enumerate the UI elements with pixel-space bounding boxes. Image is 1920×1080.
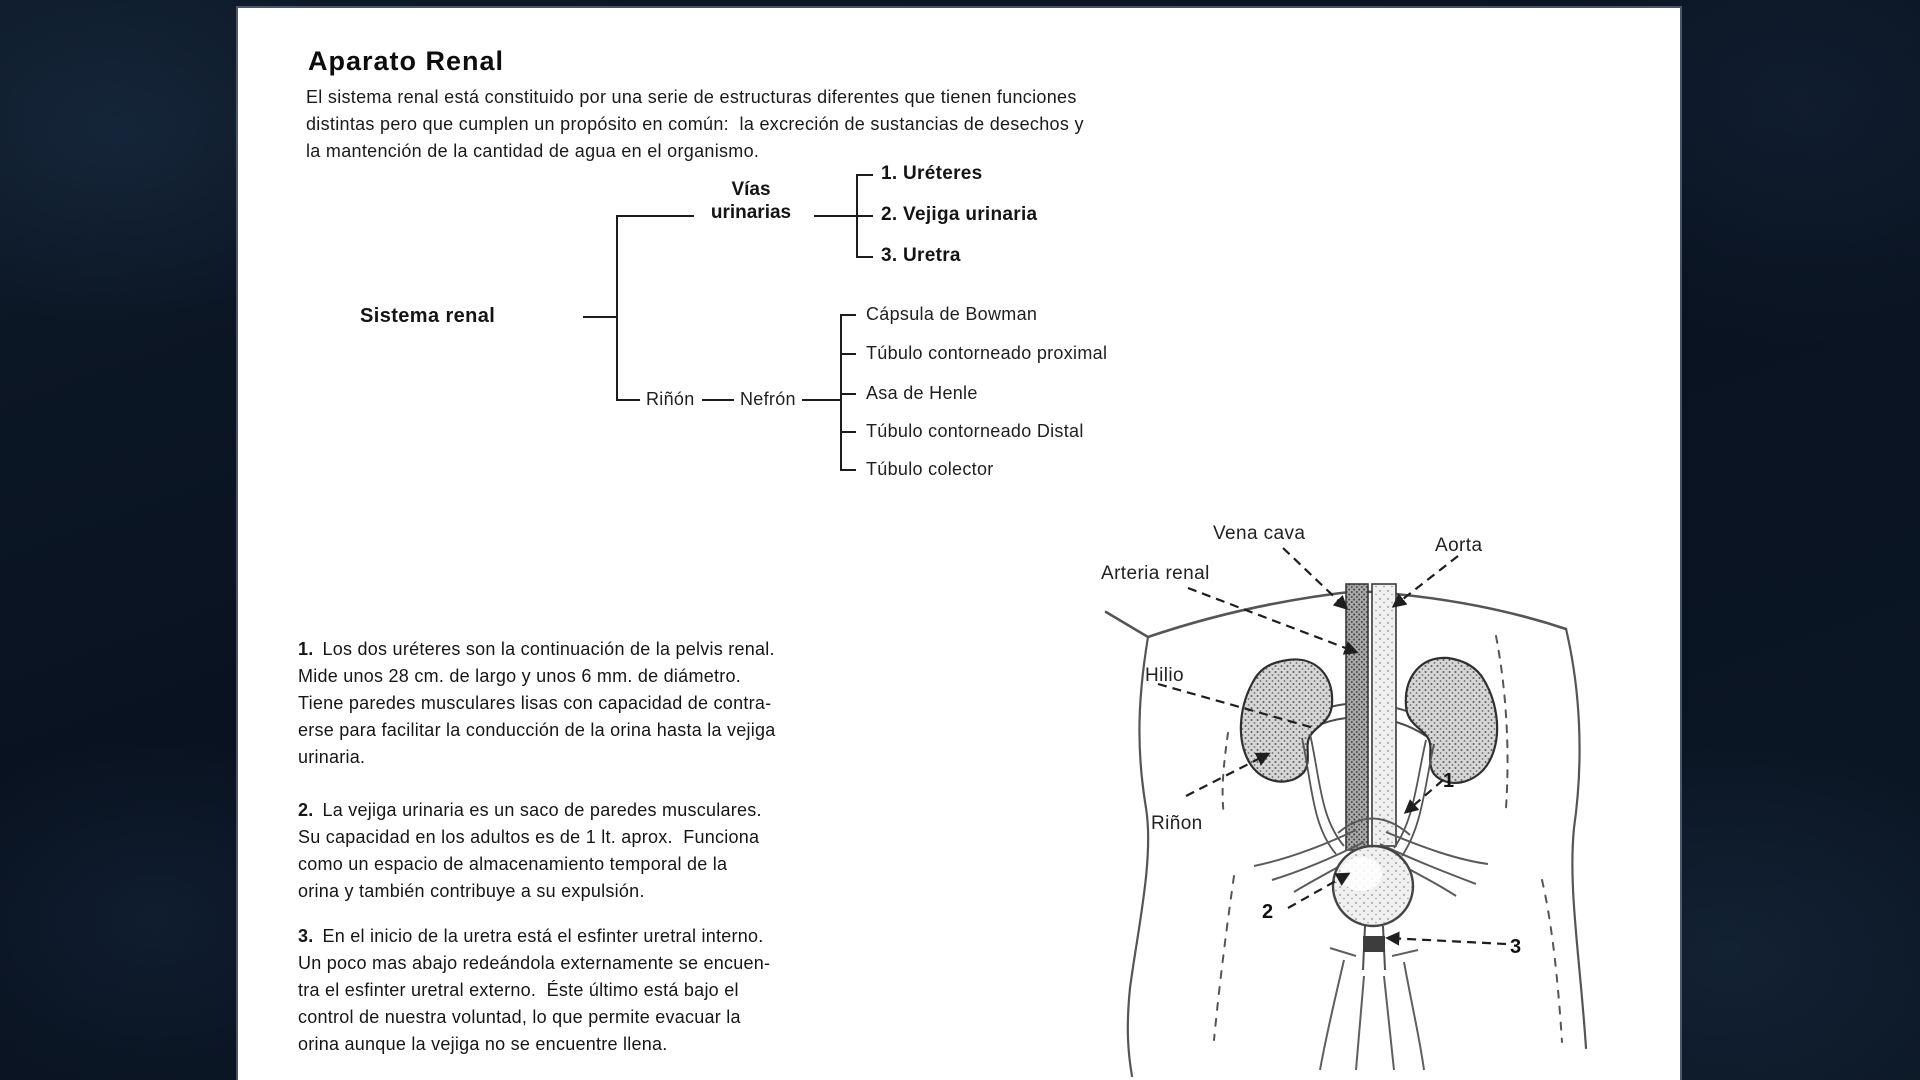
label-aorta: Aorta [1435,535,1483,556]
vias-label-line: Vías [731,179,771,200]
tree-tick [858,174,873,176]
paragraph-text: En el inicio de la uretra está el esfint… [322,926,764,946]
leader-arrow-1 [1403,779,1444,814]
paragraph-ureteres: 1. Los dos uréteres son la continuación d… [298,636,948,771]
intro-line: la mantención de la cantidad de agua en … [306,141,760,161]
paragraph-vejiga: 2. La vejiga urinaria es un saco de pared… [298,797,948,905]
torso-outline [1104,589,1588,1078]
label-arteria-renal: Arteria renal [1101,563,1210,584]
label-vena-cava: Vena cava [1213,523,1306,544]
tree-tick [842,393,856,395]
paragraph-line: Tiene paredes musculares lisas con capac… [298,693,772,713]
tree-line-branch-vias [618,215,694,217]
paragraph-line: orina aunque la vejiga no se encuentre l… [298,1034,668,1054]
leader-arrow-arteria-renal [1187,586,1359,655]
paragraph-number: 2. [298,800,314,820]
paragraph-line: erse para facilitar la conducción de la … [298,720,776,740]
label-number-1: 1 [1443,770,1455,792]
paragraph-line: 2. La vejiga urinaria es un saco de pared… [298,797,948,824]
tree-tick [842,314,856,316]
paragraph-line: tra el esfinter uretral externo. Éste úl… [298,980,739,1000]
intro-line: El sistema renal está constituido por un… [306,87,1077,107]
leg-lines [1319,947,1425,1071]
paragraph-line: urinaria. [298,747,366,767]
paragraph-line: control de nuestra voluntad, lo que perm… [298,1007,741,1027]
intro-line: distintas pero que cumplen un propósito … [306,114,1084,134]
paragraph-uretra: 3. En el inicio de la uretra está el esfi… [298,923,948,1058]
paragraph-text: Los dos uréteres son la continuación de … [322,639,775,659]
leader-arrow-aorta [1391,555,1459,608]
leader-arrow-rinon [1185,752,1271,797]
kidney-right [1404,656,1499,784]
paragraph-number: 1. [298,639,314,659]
tree-item-vejiga-urinaria: 2. Vejiga urinaria [881,204,1038,225]
tree-root-label: Sistema renal [360,305,496,327]
paragraph-line: 3. En el inicio de la uretra está el esfi… [298,923,948,950]
tree-line-root [583,316,616,318]
tree-item-uretra: 3. Uretra [881,245,961,266]
tree-item-tubulo-proximal: Túbulo contorneado proximal [866,343,1108,363]
urethra [1362,925,1386,971]
tree-tick [858,256,873,258]
tree-line-nefron-bracket [802,399,840,401]
ureter-left [1301,733,1345,855]
label-hilio: Hilio [1145,665,1184,686]
vias-label-line: urinarias [710,202,792,223]
paragraph-line: 1. Los dos uréteres son la continuación d… [298,636,948,663]
tree-item-asa-henle: Asa de Henle [866,383,978,403]
paragraph-line: como un espacio de almacenamiento tempor… [298,854,728,874]
paragraph-line: orina y también contribuye a su expulsió… [298,881,645,901]
page-title: Aparato Renal [308,46,505,76]
tree-node-nefron: Nefrón [740,389,796,409]
tree-line-vias-bracket [814,215,856,217]
tree-tick [842,353,856,355]
paragraph-number: 3. [298,926,314,946]
tree-bracket-vias [856,174,858,258]
paragraph-line: Su capacidad en los adultos es de 1 lt. … [298,827,760,847]
tree-tick [858,215,873,217]
anatomy-illustration [1104,547,1588,1078]
tree-item-capsula-bowman: Cápsula de Bowman [866,304,1038,324]
bladder [1331,844,1415,928]
intro-paragraph: El sistema renal está constituido por un… [306,84,1084,165]
leader-arrow-3 [1385,931,1507,946]
label-number-3: 3 [1510,936,1522,958]
tree-line-branch-rinon [618,399,640,401]
leader-arrow-2 [1287,872,1351,909]
tree-line-rinon-nefron [702,399,734,401]
tree-item-tubulo-distal: Túbulo contorneado Distal [866,421,1084,441]
paragraph-text: La vejiga urinaria es un saco de paredes… [322,800,762,820]
slide-panel: Aparato Renal El sistema renal está cons… [238,8,1680,1080]
label-number-2: 2 [1262,901,1274,923]
tree-item-tubulo-colector: Túbulo colector [866,459,994,479]
tree-line-trunk [616,215,618,401]
vena-cava-vessel [1345,583,1369,851]
kidney-left [1239,658,1334,783]
paragraph-line: Mide unos 28 cm. de largo y unos 6 mm. d… [298,666,741,686]
tree-tick [842,431,856,433]
tree-item-ureteres: 1. Uréteres [881,163,983,184]
tree-node-rinon: Riñón [646,389,695,409]
aorta-vessel [1371,583,1397,847]
tree-bracket-nefron [840,314,842,471]
leader-line-hilio [1157,682,1315,730]
label-rinon: Riñon [1151,813,1203,834]
tree-tick [842,469,856,471]
paragraph-line: Un poco mas abajo redeándola externament… [298,953,771,973]
